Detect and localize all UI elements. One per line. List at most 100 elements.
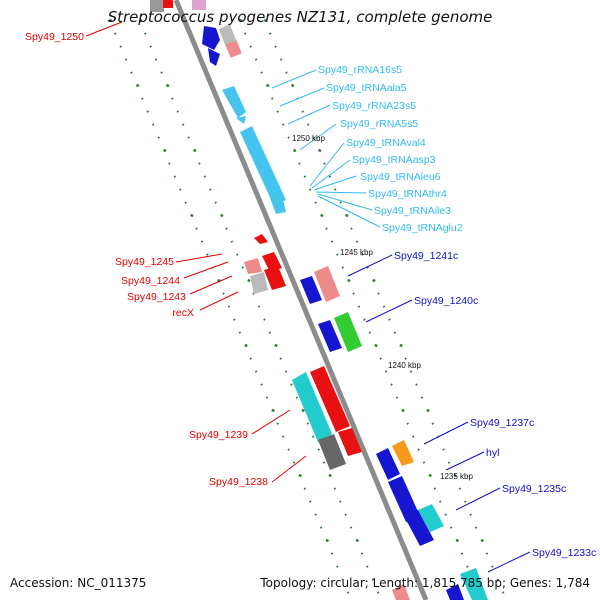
gene-feature[interactable]: [208, 48, 220, 66]
gene-label[interactable]: Spy49_1245: [115, 256, 174, 268]
scale-tick: [379, 357, 382, 360]
rna-label[interactable]: Spy49_tRNAasp3: [352, 154, 436, 166]
gene-label[interactable]: Spy49_1238: [209, 476, 268, 488]
accession-text: Accession: NC_011375: [10, 576, 147, 590]
gene-feature[interactable]: [318, 434, 346, 470]
gene-feature[interactable]: [404, 510, 434, 546]
gene-feature[interactable]: [244, 258, 262, 274]
top-partial-features: [150, 0, 242, 66]
gene-feature[interactable]: [376, 448, 400, 480]
scale-tick: [417, 448, 420, 451]
scale-tick: [146, 110, 150, 113]
rna-label[interactable]: Spy49_rRNA23s5: [332, 100, 416, 112]
rna-labels: Spy49_rRNA16s5 Spy49_tRNAala5 Spy49_rRNA…: [318, 64, 463, 234]
rna-label[interactable]: Spy49_tRNAile3: [374, 205, 451, 217]
scale-tick: [384, 370, 388, 373]
rna-feature-16s[interactable]: [222, 86, 246, 118]
gene-feature[interactable]: [388, 476, 420, 522]
gene-feature[interactable]: [418, 504, 444, 532]
scale-tick: [399, 343, 403, 348]
scale-tick: [455, 538, 459, 543]
scale-tick: [333, 188, 337, 191]
scale-tick: [501, 591, 505, 594]
scale-tick: [328, 473, 332, 478]
scale-tick: [318, 148, 322, 153]
gene-feature[interactable]: [338, 428, 362, 456]
gene-label[interactable]: Spy49_1239: [189, 429, 248, 441]
rna-label[interactable]: Spy49_tRNAthr4: [368, 188, 447, 200]
label-connectors: [85, 21, 531, 573]
scale-tick: [352, 292, 355, 295]
scale-tick: [382, 305, 386, 308]
gene-label[interactable]: Spy49_1235c: [502, 483, 566, 495]
scale-tick: [276, 422, 280, 425]
gene-feature[interactable]: [318, 320, 342, 352]
scale-tick: [393, 331, 397, 334]
scale-tick: [293, 148, 297, 153]
gene-feature[interactable]: [392, 584, 410, 600]
scale-tick: [314, 201, 317, 204]
scale-tick: [295, 396, 299, 399]
gene-feature[interactable]: [310, 366, 350, 432]
gene-feature[interactable]: [300, 276, 322, 304]
scale-tick: [222, 292, 225, 295]
scale-tick: [119, 45, 122, 48]
scale-tick: [323, 162, 326, 165]
gene-feature[interactable]: [250, 272, 268, 294]
lower-left-features: [292, 366, 362, 470]
scale-tick: [238, 18, 243, 23]
scale-tick: [208, 188, 212, 191]
gene-feature[interactable]: [334, 312, 362, 352]
scale-tick: [349, 526, 353, 529]
left-labels: Spy49_1250 Spy49_1245 Spy49_1244 Spy49_1…: [25, 31, 268, 488]
gene-feature[interactable]: [225, 40, 242, 58]
scale-tick: [438, 500, 442, 503]
gene-feature[interactable]: [192, 0, 206, 10]
gene-label[interactable]: Spy49_1243: [127, 291, 186, 303]
rna-feature-trna[interactable]: [236, 116, 246, 124]
scale-tick: [415, 383, 418, 386]
scale-tick: [171, 97, 174, 100]
gene-feature[interactable]: [150, 0, 164, 12]
scale-labels: 1250 kbp 1245 kbp 1240 kbp 1235 kbp: [292, 134, 473, 481]
scale-tick: [401, 408, 405, 413]
scale-tick: [350, 227, 353, 230]
gene-feature[interactable]: [264, 266, 286, 290]
rna-feature-23s[interactable]: [240, 126, 286, 206]
rna-label[interactable]: Spy49_rRNA16s5: [318, 64, 402, 76]
gene-label[interactable]: Spy49_1240c: [414, 295, 478, 307]
scale-tick: [292, 461, 296, 464]
scale-tick: [346, 591, 350, 594]
gene-label[interactable]: Spy49_1241c: [394, 250, 458, 262]
gene-feature[interactable]: [254, 234, 268, 244]
scale-tick: [284, 370, 288, 373]
gene-label[interactable]: Spy49_1250: [25, 31, 84, 43]
rna-label[interactable]: Spy49_tRNAala5: [326, 82, 407, 94]
scale-label: 1250 kbp: [292, 134, 325, 143]
scale-tick: [336, 253, 339, 256]
scale-tick: [339, 201, 342, 204]
scale-tick: [428, 473, 432, 478]
rna-label[interactable]: Spy49_tRNAglu2: [382, 222, 463, 234]
gene-feature[interactable]: [460, 568, 488, 600]
gene-feature[interactable]: [163, 0, 173, 8]
scale-tick: [135, 83, 140, 88]
rna-label[interactable]: Spy49_tRNAval4: [346, 137, 426, 149]
scale-tick: [388, 318, 391, 321]
gene-feature[interactable]: [314, 266, 340, 302]
rna-feature-5s[interactable]: [270, 196, 286, 214]
gene-label[interactable]: recX: [172, 307, 194, 319]
gene-feature[interactable]: [218, 24, 238, 48]
gene-label[interactable]: Spy49_1237c: [470, 417, 534, 429]
gene-label[interactable]: Spy49_1244: [121, 275, 180, 287]
gene-feature[interactable]: [202, 26, 220, 50]
scale-tick: [298, 162, 301, 165]
gene-feature[interactable]: [392, 440, 414, 466]
gene-label[interactable]: Spy49_1233c: [532, 547, 596, 559]
rna-label[interactable]: Spy49_rRNA5s5: [340, 118, 418, 130]
gene-feature[interactable]: [292, 372, 332, 442]
gene-label[interactable]: hyl: [486, 447, 499, 459]
rna-label[interactable]: Spy49_tRNAleu6: [360, 171, 441, 183]
gene-feature[interactable]: [446, 584, 464, 600]
scale-tick: [214, 201, 217, 204]
